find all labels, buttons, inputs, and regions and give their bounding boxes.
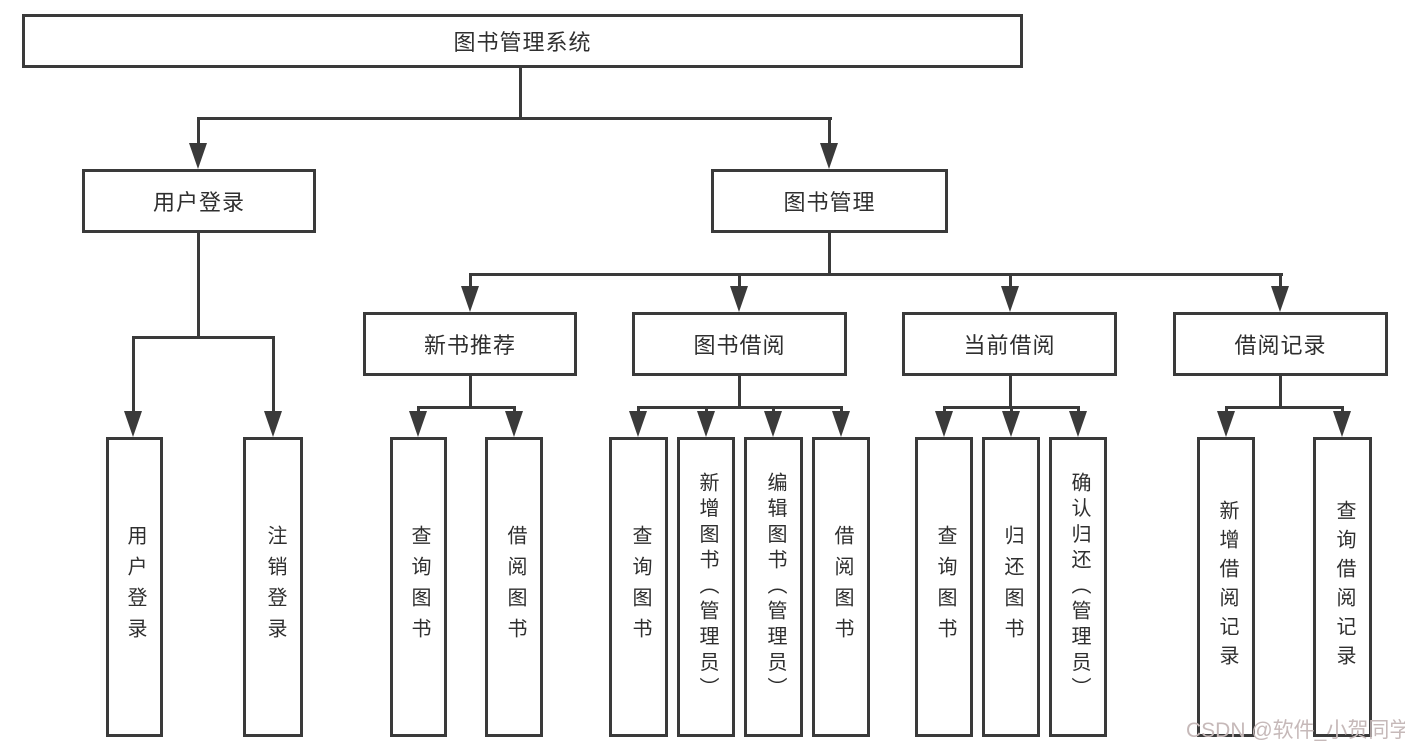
node-label: 借阅记录	[1234, 333, 1327, 358]
node-label: 当前借阅	[963, 333, 1056, 358]
leaf-user-login: 用户登录	[106, 437, 163, 737]
connector-user-branch	[132, 336, 275, 339]
arrowhead-down-icon	[409, 411, 427, 437]
arrowhead-down-icon	[832, 411, 850, 437]
connector-arrow-shaft	[1225, 406, 1228, 414]
connector-arrow-shaft	[637, 406, 640, 414]
connector-recommend-branch	[417, 406, 516, 409]
arrowhead-down-icon	[629, 411, 647, 437]
arrowhead-down-icon	[505, 411, 523, 437]
arrowhead-down-icon	[189, 143, 207, 169]
connector-arrow-shaft	[1010, 406, 1013, 414]
connector-arrow-shaft	[943, 406, 946, 414]
leaf-borrow-books: 借阅图书	[485, 437, 543, 737]
connector-arrow-shaft	[828, 117, 831, 145]
arrowhead-down-icon	[1333, 411, 1351, 437]
node-current-borrow: 当前借阅	[902, 312, 1117, 376]
connector-user-stem	[197, 233, 200, 336]
connector-stem	[1279, 376, 1282, 406]
arrowhead-down-icon	[461, 286, 479, 312]
connector-borrow-branch	[637, 406, 843, 409]
csdn-watermark: CSDN @软件_小贺同学	[1186, 719, 1405, 742]
node-label: 新书推荐	[423, 333, 516, 358]
connector-mgmt-stem	[828, 233, 831, 273]
node-label: 用户登录	[152, 190, 245, 215]
node-label: 图书管理系统	[453, 30, 592, 55]
node-label: 图书管理	[783, 190, 876, 215]
connector-arrow-shaft	[1341, 406, 1344, 414]
connector-arrow-shaft	[738, 273, 741, 289]
node-book-management: 图书管理	[711, 169, 948, 233]
arrowhead-down-icon	[697, 411, 715, 437]
leaf-borrow-books: 借阅图书	[812, 437, 870, 737]
node-library-system: 图书管理系统	[22, 14, 1023, 68]
leaf-edit-books-admin: 编辑图书（管理员）	[744, 437, 803, 737]
connector-arrow-shaft	[1279, 273, 1282, 289]
arrowhead-down-icon	[764, 411, 782, 437]
connector-arrow-shaft	[132, 336, 135, 413]
leaf-add-borrow-record: 新增借阅记录	[1197, 437, 1255, 737]
arrowhead-down-icon	[730, 286, 748, 312]
connector-stem	[738, 376, 741, 406]
node-label: 图书借阅	[693, 333, 786, 358]
connector-arrow-shaft	[417, 406, 420, 414]
arrowhead-down-icon	[1069, 411, 1087, 437]
leaf-confirm-return-admin: 确认归还（管理员）	[1049, 437, 1107, 737]
leaf-query-borrow-record: 查询借阅记录	[1313, 437, 1372, 737]
node-new-book-recommend: 新书推荐	[363, 312, 577, 376]
arrowhead-down-icon	[935, 411, 953, 437]
connector-records-branch	[1225, 406, 1344, 409]
arrowhead-down-icon	[1002, 411, 1020, 437]
arrowhead-down-icon	[264, 411, 282, 437]
connector-arrow-shaft	[772, 406, 775, 414]
arrowhead-down-icon	[1271, 286, 1289, 312]
connector-arrow-shaft	[1077, 406, 1080, 414]
connector-arrow-shaft	[705, 406, 708, 414]
connector-arrow-shaft	[272, 336, 275, 413]
leaf-query-books: 查询图书	[915, 437, 973, 737]
connector-stem	[1009, 376, 1012, 406]
arrowhead-down-icon	[1001, 286, 1019, 312]
leaf-query-books: 查询图书	[609, 437, 668, 737]
node-user-login-group: 用户登录	[82, 169, 316, 233]
connector-arrow-shaft	[469, 273, 472, 289]
connector-root-stem	[519, 67, 522, 117]
leaf-add-books-admin: 新增图书（管理员）	[677, 437, 735, 737]
connector-arrow-shaft	[197, 117, 200, 145]
leaf-logout: 注销登录	[243, 437, 303, 737]
connector-stem	[469, 376, 472, 406]
node-book-borrow: 图书借阅	[632, 312, 847, 376]
leaf-query-books: 查询图书	[390, 437, 447, 737]
arrowhead-down-icon	[124, 411, 142, 437]
connector-arrow-shaft	[513, 406, 516, 414]
node-borrow-records: 借阅记录	[1173, 312, 1388, 376]
leaf-return-books: 归还图书	[982, 437, 1040, 737]
connector-level2-branch	[197, 117, 832, 120]
connector-arrow-shaft	[840, 406, 843, 414]
connector-arrow-shaft	[1009, 273, 1012, 289]
connector-level3-branch	[469, 273, 1283, 276]
arrowhead-down-icon	[1217, 411, 1235, 437]
arrowhead-down-icon	[820, 143, 838, 169]
